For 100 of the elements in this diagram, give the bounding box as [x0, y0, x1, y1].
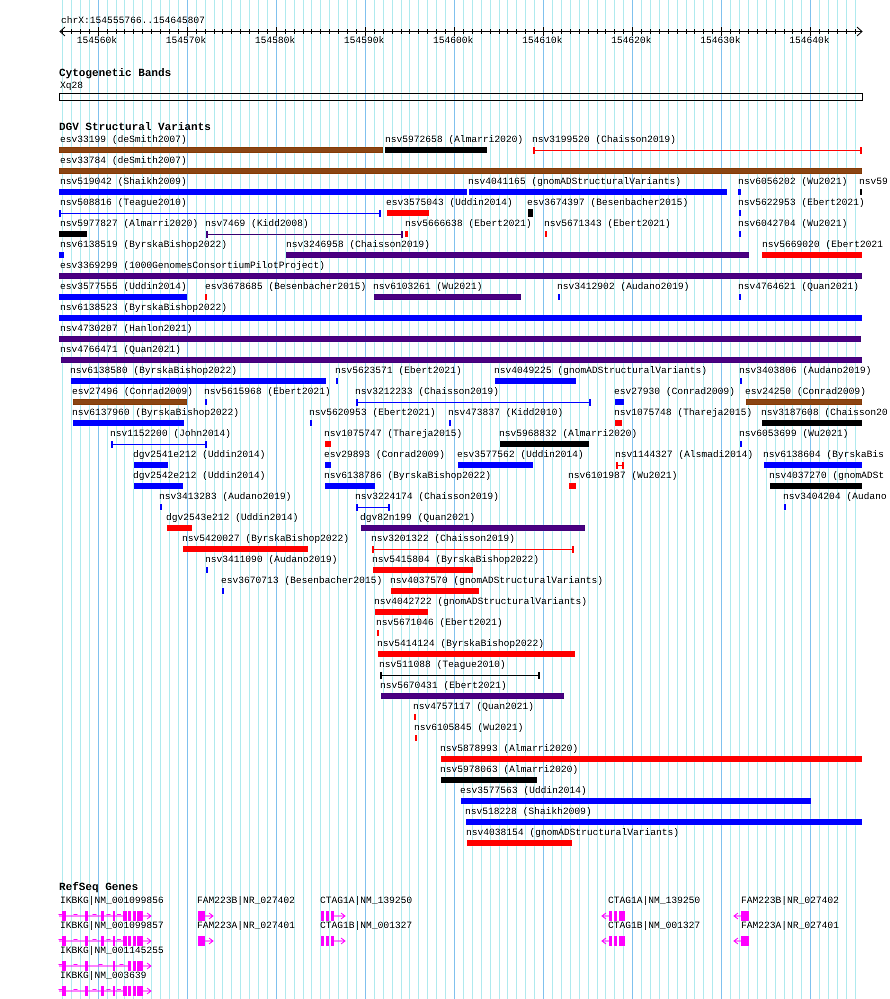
- variant-label: nsv1152200 (John2014): [110, 428, 231, 439]
- variant-label: nsv3246958 (Chaisson2019): [286, 239, 430, 250]
- variant-label: nsv3403806 (Audano2019): [739, 365, 872, 376]
- band-name: Xq28: [60, 80, 84, 91]
- tick-label: 154560k: [76, 35, 118, 46]
- tick-label: 154570k: [166, 35, 206, 46]
- gene-label: IKBKG|NM_003639: [60, 970, 146, 981]
- variant-label: nsv3413283 (Audano2019): [159, 491, 292, 502]
- variant-label: nsv5878993 (Almarri2020): [440, 743, 578, 754]
- variant-label: nsv5415804 (ByrskaBishop2022): [372, 554, 539, 565]
- tick-label: 154600k: [432, 35, 474, 46]
- track-title: DGV Structural Variants: [59, 122, 211, 134]
- variant-label: nsv6137960 (ByrskaBishop2022): [72, 407, 239, 418]
- tick-label: 154630k: [700, 35, 741, 46]
- variant-label: nsv519042 (Shaikh2009): [60, 176, 187, 187]
- variant-label: nsv6103261 (Wu2021): [373, 281, 482, 292]
- gene-label: IKBKG|NM_001145255: [60, 945, 164, 956]
- tick-label: 154590k: [344, 35, 384, 46]
- variant-label: esv3369299 (1000GenomesConsortiumPilotProject): [60, 260, 325, 271]
- variant-label: nsv511088 (Teague2010): [379, 659, 506, 670]
- variant-label: dgv2542e212 (Uddin2014): [133, 470, 266, 481]
- variant-label: nsv3224174 (Chaisson2019): [355, 491, 499, 502]
- variant-label: nsv4766471 (Quan2021): [60, 344, 181, 355]
- variant-label: nsv3187608 (Chaisson20: [761, 407, 888, 418]
- variant-label: nsv5623571 (Ebert2021): [335, 365, 462, 376]
- variant-label: nsv3201322 (Chaisson2019): [371, 533, 515, 544]
- variant-label: nsv5670431 (Ebert2021): [380, 680, 507, 691]
- gene-label: IKBKG|NM_001099857: [60, 920, 164, 931]
- gene-label: IKBKG|NM_001099856: [60, 895, 164, 906]
- gene-label: CTAG1B|NM_001327: [608, 920, 700, 931]
- variant-label: nsv5671343 (Ebert2021): [544, 218, 671, 229]
- variant-label: nsv6138519 (ByrskaBishop2022): [60, 239, 227, 250]
- variant-label: dgv2543e212 (Uddin2014): [166, 512, 298, 523]
- variant-label: esv27496 (Conrad2009): [72, 386, 193, 397]
- variant-label: nsv6053699 (Wu2021): [739, 428, 848, 439]
- variant-label: nsv5620953 (Ebert2021): [309, 407, 436, 418]
- variant-label: nsv4764621 (Quan2021): [738, 281, 859, 292]
- variant-label: nsv5671046 (Ebert2021): [376, 617, 503, 628]
- gene-label: FAM223A|NR_027401: [197, 920, 295, 931]
- variant-label: esv3678685 (Besenbacher2015): [205, 281, 366, 292]
- gene-label: FAM223B|NR_027402: [197, 895, 295, 906]
- gene-label: CTAG1B|NM_001327: [320, 920, 412, 931]
- variant-label: nsv4757117 (Quan2021): [413, 701, 534, 712]
- tick-label: 154620k: [611, 35, 652, 46]
- variant-label: nsv518228 (Shaikh2009): [465, 806, 592, 817]
- variant-label: nsv5972658 (Almarri2020): [385, 134, 524, 145]
- variant-label: nsv5978063 (Almarri2020): [440, 764, 578, 775]
- tick-label: 154640k: [789, 35, 830, 46]
- variant-label: nsv4049225 (gnomADStructuralVariants): [494, 365, 708, 376]
- variant-label: esv3577562 (Uddin2014): [457, 449, 584, 460]
- coordinate-range: chrX:154555766..154645807: [61, 15, 205, 26]
- variant-label: nsv6105845 (Wu2021): [414, 722, 524, 733]
- variant-label: nsv3404204 (Audano: [783, 491, 887, 502]
- variant-label: nsv508816 (Teague2010): [60, 197, 187, 208]
- variant-label: nsv5977827 (Almarri2020): [60, 218, 198, 229]
- track-title: Cytogenetic Bands: [59, 68, 172, 80]
- variant-label: nsv5669020 (Ebert2021: [762, 239, 883, 250]
- variant-label: nsv5968832 (Almarri2020): [499, 428, 638, 439]
- tick-label: 154610k: [522, 35, 562, 46]
- gene-label: CTAG1A|NM_139250: [608, 895, 700, 906]
- variant-label: nsv59: [859, 176, 888, 187]
- variant-label: nsv4037270 (gnomADSt: [769, 470, 884, 481]
- variant-label: nsv4037570 (gnomADStructuralVariants): [390, 575, 604, 586]
- variant-label: esv33199 (deSmith2007): [60, 134, 187, 145]
- variant-label: nsv4038154 (gnomADStructuralVariants): [466, 827, 680, 838]
- tick-label: 154580k: [254, 35, 296, 46]
- variant-label: nsv6138580 (ByrskaBishop2022): [70, 365, 237, 376]
- variant-label: nsv5420027 (ByrskaBishop2022): [182, 533, 349, 544]
- variant-label: esv29893 (Conrad2009): [324, 449, 445, 460]
- variant-label: nsv1075748 (Thareja2015): [614, 407, 752, 418]
- variant-label: esv27930 (Conrad2009): [614, 386, 735, 397]
- variant-label: esv3577555 (Uddin2014): [60, 281, 187, 292]
- variant-label: nsv6056202 (Wu2021): [738, 176, 848, 187]
- variant-label: nsv5666638 (Ebert2021): [405, 218, 532, 229]
- variant-label: nsv4730207 (Hanlon2021): [60, 323, 192, 334]
- variant-label: nsv6138786 (ByrskaBishop2022): [324, 470, 491, 481]
- variant-label: esv24250 (Conrad2009): [745, 386, 866, 397]
- gene-label: CTAG1A|NM_139250: [320, 895, 412, 906]
- track-title: RefSeq Genes: [59, 882, 138, 894]
- variant-label: nsv473837 (Kidd2010): [448, 407, 564, 418]
- variant-label: nsv6101987 (Wu2021): [568, 470, 678, 481]
- variant-label: nsv6138604 (ByrskaBis: [763, 449, 884, 460]
- variant-label: esv3670713 (Besenbacher2015): [221, 575, 382, 586]
- variant-label: nsv4041165 (gnomADStructuralVariants): [468, 176, 682, 187]
- variant-label: nsv1144327 (Alsmadi2014): [615, 449, 754, 460]
- gene-label: FAM223A|NR_027401: [741, 920, 839, 931]
- variant-label: esv33784 (deSmith2007): [60, 155, 187, 166]
- variant-label: esv3674397 (Besenbacher2015): [527, 197, 688, 208]
- variant-label: dgv82n199 (Quan2021): [360, 512, 476, 523]
- variant-label: nsv3212233 (Chaisson2019): [355, 386, 499, 397]
- variant-label: esv3577563 (Uddin2014): [460, 785, 587, 796]
- variant-label: esv3575043 (Uddin2014): [386, 197, 513, 208]
- variant-label: nsv3199520 (Chaisson2019): [532, 134, 676, 145]
- variant-label: nsv5622953 (Ebert2021): [738, 197, 865, 208]
- variant-label: nsv5615968 (Ebert2021): [204, 386, 331, 397]
- variant-label: nsv5414124 (ByrskaBishop2022): [377, 638, 544, 649]
- variant-label: dgv2541e212 (Uddin2014): [133, 449, 266, 460]
- variant-label: nsv3411090 (Audano2019): [205, 554, 338, 565]
- variant-label: nsv7469 (Kidd2008): [205, 218, 309, 229]
- variant-label: nsv6042704 (Wu2021): [738, 218, 848, 229]
